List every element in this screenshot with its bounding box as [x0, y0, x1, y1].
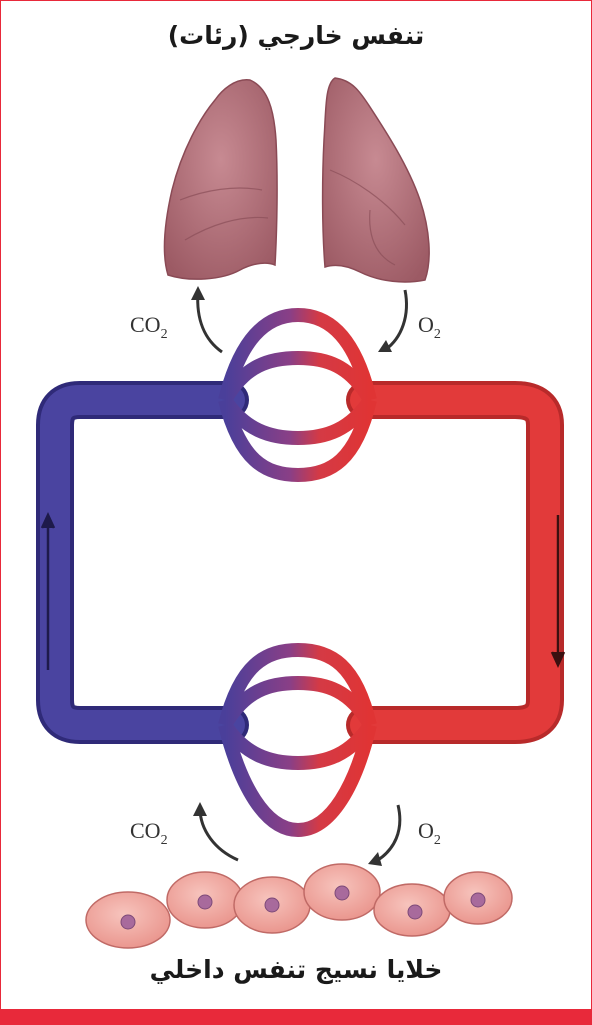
co2-out-lung-arrow: [198, 292, 222, 352]
external-respiration-title: تنفس خارجي (رئات): [0, 21, 592, 50]
tissue-capillaries: [225, 650, 370, 830]
o2-in-lung-arrow: [385, 290, 406, 350]
cell-nucleus: [121, 915, 135, 929]
blood-vessel-loop: [42, 315, 564, 830]
lungs: [165, 78, 430, 282]
right-lung: [323, 78, 430, 282]
o2-label-top: O2: [418, 312, 441, 342]
cell-nucleus: [335, 886, 349, 900]
left-lung: [165, 80, 278, 279]
cell-nucleus: [198, 895, 212, 909]
cell-nucleus: [471, 893, 485, 907]
tissue-cells: [86, 864, 512, 948]
internal-respiration-caption: خلايا نسيج تنفس داخلي: [0, 955, 592, 984]
cell-nucleus: [265, 898, 279, 912]
co2-label-bottom: CO2: [130, 818, 168, 848]
o2-out-tissue-arrow: [375, 805, 400, 862]
o2-label-bottom: O2: [418, 818, 441, 848]
co2-label-top: CO2: [130, 312, 168, 342]
gas-arrows: [191, 286, 406, 866]
bottom-bar: [0, 1009, 592, 1025]
cell-nucleus: [408, 905, 422, 919]
